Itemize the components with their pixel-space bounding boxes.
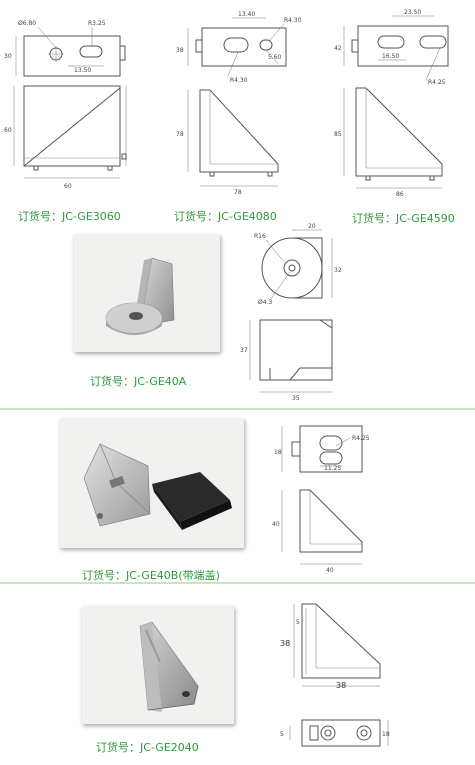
order-label-ge2040: 订货号：JC-GE2040 [96,741,199,754]
drawing-ge4080: 13.40 R4.30 38 5.60 R4.30 78 78 [176,11,302,196]
dim-height: 38 [176,47,184,54]
dim-width: 35 [292,395,300,402]
product-photo-ge40a [74,234,220,352]
section-divider [0,582,475,584]
dim-height: 40 [272,521,280,528]
product-photo-ge2040 [82,606,234,724]
dim-slot: R4.30 [284,17,302,24]
dim-top-width: 20 [308,223,316,230]
drawing-ge40a: 20 R16 32 Ø4.3 37 35 [240,223,342,402]
dim-slot: 11.25 [324,465,341,472]
dim-radius: R16 [254,233,266,240]
section-divider [0,408,475,410]
dim-inner: 5 [296,619,300,626]
dim-hole-dia: Ø4.3 [258,299,272,306]
dim-bottom-depth: 18 [382,731,390,738]
dim-height: 38 [280,639,290,648]
dim-radius: R4.30 [230,77,248,84]
dim-width: 38 [336,681,346,690]
dim-spacing: 23.50 [404,9,421,16]
dim-side: 85 [334,131,342,138]
dim-hole-dia: Ø6.80 [18,20,36,27]
drawing-ge4590: 23.50 42 16.50 R4.25 85 86 [334,9,449,198]
order-label-ge4080: 订货号：JC-GE4080 [174,210,277,223]
dim-height: 37 [240,347,248,354]
order-label-ge3060: 订货号：JC-GE3060 [18,210,121,223]
order-label-ge40a: 订货号：JC-GE40A [90,375,187,388]
dim-spacing: 13.40 [238,11,255,18]
dim-top-height: 18 [274,449,282,456]
dim-height: 42 [334,45,342,52]
order-label-ge4590: 订货号：JC-GE4590 [352,212,455,225]
dim-radius: R4.25 [352,435,370,442]
dim-spacing: 13.50 [74,67,91,74]
dim-width: 60 [64,183,72,190]
drawing-ge3060: Ø6.80 R3.25 13.50 30 60 60 [4,20,127,190]
dim-slot-width: 5.60 [268,54,282,61]
dim-side: 78 [176,131,184,138]
dim-radius: R4.25 [428,79,446,86]
dim-width: 78 [234,189,242,196]
dim-width: 86 [396,191,404,198]
drawing-ge40b: R4.25 18 11.25 40 40 [272,425,370,574]
dim-length: 60 [4,127,12,134]
dim-inner: 16.50 [382,53,399,60]
dim-top-height: 32 [334,267,342,274]
drawing-ge2040: 38 5 38 5 18 [280,603,390,747]
dim-width: 40 [326,567,334,574]
dim-slot: R3.25 [88,20,106,27]
order-label-ge40b: 订货号：JC-GE40B(带端盖) [82,569,220,582]
dim-height: 30 [4,53,12,60]
dim-bottom-height: 5 [280,731,284,738]
product-photo-ge40b [60,418,244,548]
